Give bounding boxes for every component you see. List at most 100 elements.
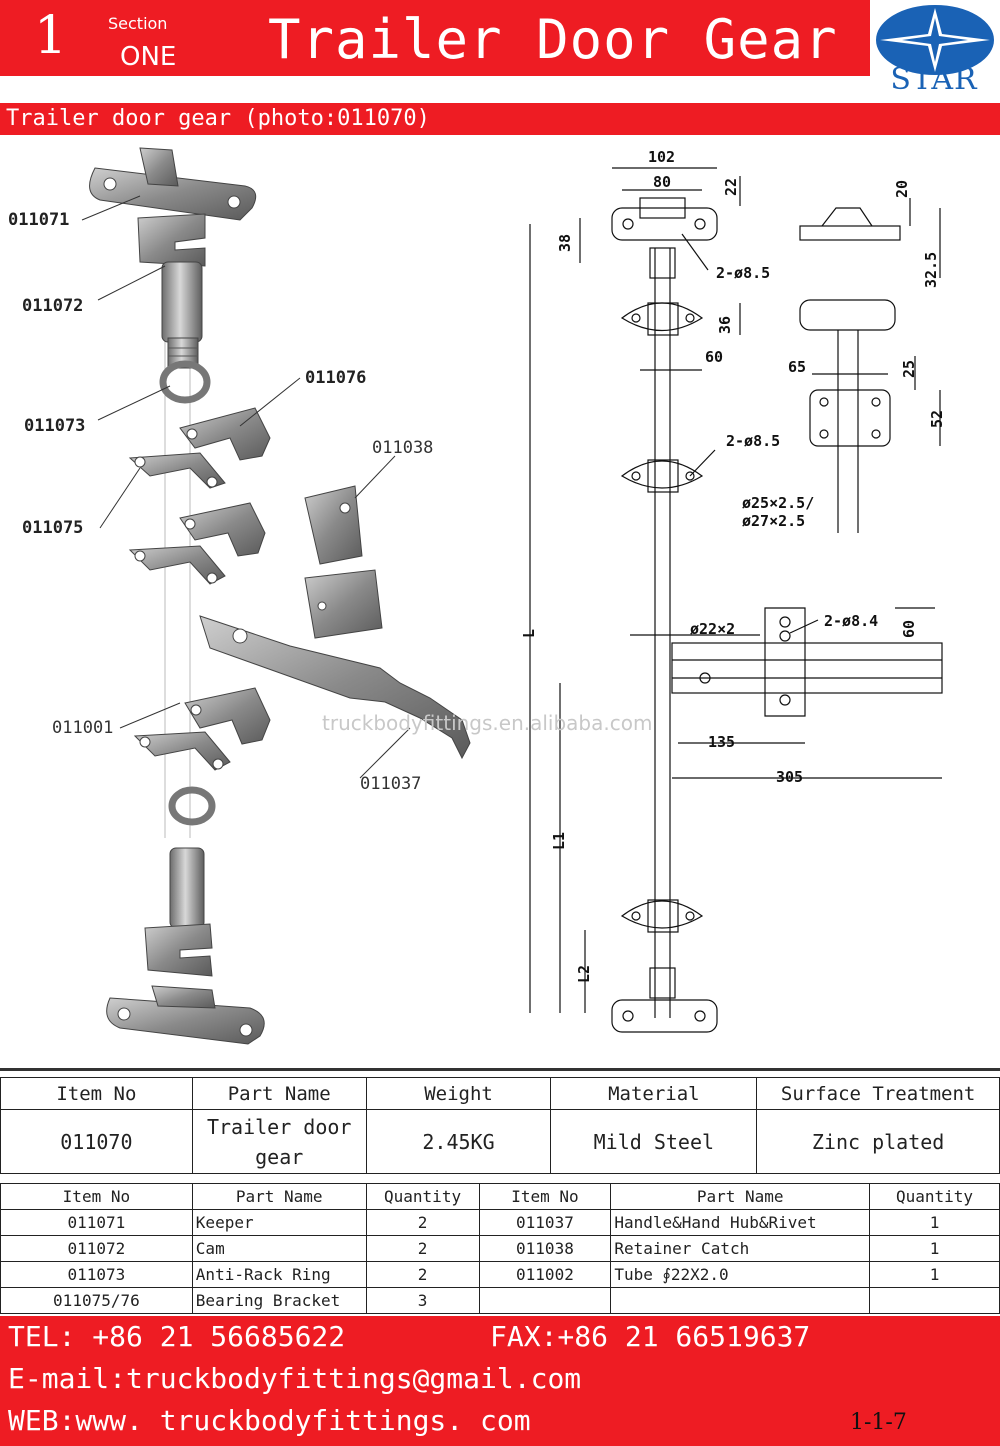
parts-header-quantity-a: Quantity: [365, 1183, 480, 1210]
subheader-title: Trailer door gear (photo:011070): [6, 106, 430, 131]
parts-header-quantity-b: Quantity: [869, 1183, 1000, 1210]
parts-header-part-name-b: Part Name: [610, 1183, 871, 1210]
bracket-half-2: [128, 452, 226, 489]
dim-60: 60: [705, 348, 724, 366]
parts-qty-b: 1: [869, 1235, 1000, 1262]
part-label-011001: 011001: [52, 718, 114, 738]
dim-32-5: 32.5: [922, 251, 940, 288]
dim-2-8-4: 2-ø8.4: [824, 612, 879, 630]
spec-table: Item No Part Name Weight Material Surfac…: [0, 1077, 1000, 1174]
dim-305: 305: [776, 768, 804, 786]
dim-20: 20: [893, 179, 911, 198]
parts-header-item-no-b: Item No: [478, 1183, 612, 1210]
dim-80: 80: [653, 173, 672, 191]
parts-name-a: Cam: [191, 1235, 367, 1262]
parts-item-b: 011002: [478, 1261, 612, 1288]
dimension-drawing: [529, 167, 943, 1033]
bracket-lower-1: [184, 687, 271, 745]
parts-header-item-no-a: Item No: [0, 1183, 193, 1210]
spec-part-name: Trailer door gear: [191, 1109, 367, 1174]
part-label-011073: 011073: [24, 416, 86, 436]
parts-name-b: Retainer Catch: [610, 1235, 871, 1262]
parts-qty-b: 1: [869, 1261, 1000, 1288]
spec-part-name-line-1: Trailer door: [206, 1114, 352, 1139]
dim-36: 36: [716, 315, 734, 334]
spec-header-item-no: Item No: [0, 1077, 193, 1110]
anti-rack-ring-top: [159, 360, 211, 404]
parts-qty-a: 2: [365, 1209, 480, 1236]
product-figure: 011071 011072 011073 011075 011076 01103…: [0, 138, 1000, 1066]
section-number: 1: [34, 6, 68, 66]
cam-top: [137, 213, 206, 369]
logo-text: STAR: [890, 62, 978, 97]
parts-qty-a: 2: [365, 1261, 480, 1288]
dim-60-right: 60: [900, 619, 918, 638]
dim-25: 25: [900, 359, 918, 378]
parts-header-part-name-a: Part Name: [191, 1183, 367, 1210]
spec-item-no: 011070: [0, 1109, 193, 1174]
dim-102: 102: [648, 148, 676, 166]
section-word: ONE: [120, 42, 177, 72]
parts-name-a: Keeper: [191, 1209, 367, 1236]
bracket-lower-2: [133, 731, 231, 771]
footer-tel: TEL: +86 21 56685622: [8, 1320, 346, 1353]
keeper-top: [89, 147, 257, 221]
dim-2-8-5-mid: 2-ø8.5: [726, 432, 781, 450]
spec-header-surface: Surface Treatment: [756, 1077, 1000, 1110]
anti-rack-ring-bottom: [168, 786, 216, 826]
part-label-011037: 011037: [360, 774, 422, 794]
dim-L2: L2: [575, 964, 593, 983]
spec-part-name-line-2: gear: [255, 1144, 304, 1169]
table-row: 011075/76 Bearing Bracket 3: [0, 1287, 1000, 1314]
spec-table-header-row: Item No Part Name Weight Material Surfac…: [0, 1077, 1000, 1110]
part-label-011076: 011076: [305, 368, 367, 388]
parts-name-b: Handle&Hand Hub&Rivet: [610, 1209, 871, 1236]
dim-52: 52: [928, 409, 946, 428]
table-row: 011071 Keeper 2 011037 Handle&Hand Hub&R…: [0, 1209, 1000, 1236]
dim-65: 65: [788, 358, 807, 376]
retainer-catch: [304, 485, 383, 639]
handle: [199, 615, 471, 760]
parts-name-b: Tube ∮22X2.0: [610, 1261, 871, 1288]
part-label-011072: 011072: [22, 296, 84, 316]
part-label-011071: 011071: [8, 210, 70, 230]
table-row: 011072 Cam 2 011038 Retainer Catch 1: [0, 1235, 1000, 1262]
spec-header-weight: Weight: [365, 1077, 552, 1110]
parts-item-b: 011037: [478, 1209, 612, 1236]
parts-qty-a: 2: [365, 1235, 480, 1262]
section-label: Section: [108, 14, 168, 33]
table-row: 011073 Anti-Rack Ring 2 011002 Tube ∮22X…: [0, 1261, 1000, 1288]
header-band: [0, 0, 870, 76]
parts-item-a: 011071: [0, 1209, 193, 1236]
bracket-half-1: [179, 407, 271, 461]
spec-header-part-name: Part Name: [191, 1077, 367, 1110]
dim-135: 135: [708, 733, 736, 751]
footer-email: E-mail:truckbodyfittings@gmail.com: [8, 1362, 582, 1395]
spec-material: Mild Steel: [550, 1109, 758, 1174]
parts-item-b: 011038: [478, 1235, 612, 1262]
keeper-bottom: [106, 985, 265, 1045]
spec-table-row: 011070 Trailer door gear 2.45KG Mild Ste…: [0, 1109, 1000, 1174]
dim-2-8-5-top: 2-ø8.5: [716, 264, 771, 282]
parts-qty-b: 1: [869, 1209, 1000, 1236]
parts-name-a: Anti-Rack Ring: [191, 1261, 367, 1288]
cam-bottom: [144, 847, 213, 977]
spec-surface: Zinc plated: [756, 1109, 1000, 1174]
parts-item-a: 011072: [0, 1235, 193, 1262]
footer-fax: FAX:+86 21 66519637: [490, 1320, 811, 1353]
spec-header-material: Material: [550, 1077, 758, 1110]
bracket-half-4: [128, 545, 226, 585]
subheader-band: [0, 103, 1000, 135]
page-title: Trailer Door Gear: [268, 8, 838, 71]
bracket-half-3: [179, 502, 266, 557]
dim-22x2: ø22×2: [690, 620, 736, 638]
parts-item-a: 011075/76: [0, 1287, 193, 1314]
parts-name-b: [610, 1287, 871, 1314]
parts-item-b: [478, 1287, 612, 1314]
page-code: 1-1-7: [850, 1410, 907, 1435]
spec-weight: 2.45KG: [365, 1109, 552, 1174]
dim-tube-a: ø25×2.5/: [742, 494, 815, 512]
parts-table: Item No Part Name Quantity Item No Part …: [0, 1183, 1000, 1314]
dim-tube-b: ø27×2.5: [742, 512, 806, 530]
dim-22: 22: [722, 177, 740, 196]
